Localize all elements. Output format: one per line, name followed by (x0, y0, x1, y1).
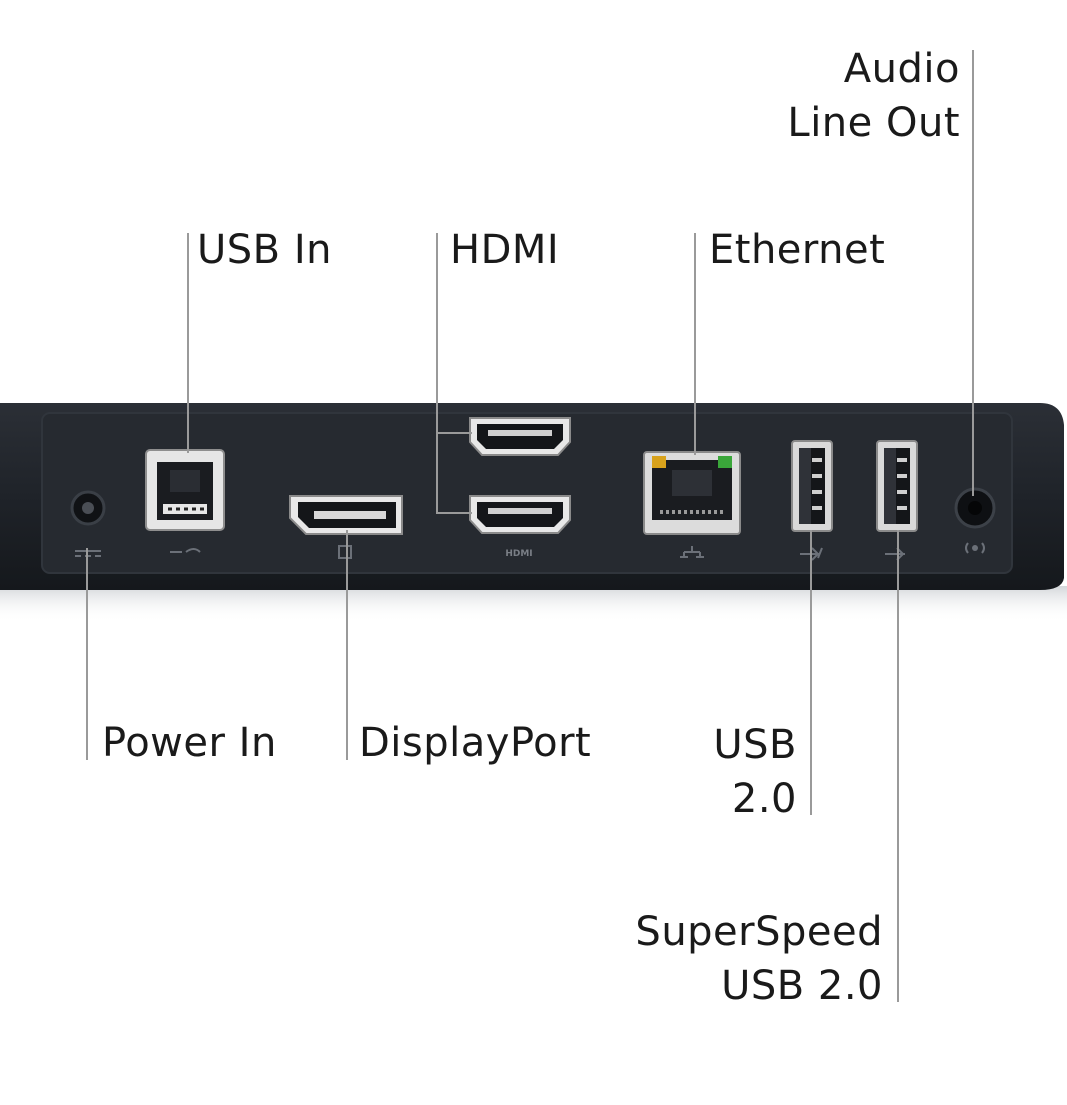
usb2-leader-line (810, 530, 812, 815)
usb-b-port-icon (145, 449, 225, 553)
audio-jack-icon (954, 487, 996, 554)
audio-line-out-label: Audio Line Out (787, 42, 960, 150)
superspeed-leader-line (897, 530, 899, 1002)
hdmi-leader-top-branch (436, 432, 472, 434)
power-in-label: Power In (102, 720, 277, 766)
ethernet-leader-line (694, 233, 696, 455)
usb-2-label: USB 2.0 (713, 718, 797, 826)
hdmi-leader-line (436, 233, 438, 514)
audio-line-out-line2: Line Out (787, 100, 960, 146)
audio-line-out-line1: Audio (843, 46, 960, 92)
hdmi-port-label: HDMI (505, 549, 532, 559)
usb2-port-icon (791, 440, 833, 561)
usb-2-line2: 2.0 (731, 776, 797, 822)
superspeed-usb-label: SuperSpeed USB 2.0 (635, 905, 883, 1013)
displayport-icon (289, 495, 403, 559)
superspeed-usb-line1: SuperSpeed (635, 909, 883, 955)
hdmi-port-top-icon (469, 417, 571, 456)
ethernet-label: Ethernet (709, 227, 886, 273)
hdmi-port-bottom-icon: HDMI (469, 495, 571, 559)
audio-leader-line (972, 50, 974, 496)
dock-panel (41, 412, 1013, 574)
power-port-icon (70, 490, 106, 557)
usb-in-label: USB In (197, 227, 332, 273)
displayport-label: DisplayPort (359, 720, 592, 766)
ethernet-port-icon (643, 451, 741, 558)
power-in-leader-line (86, 548, 88, 760)
superspeed-usb-port-icon (876, 440, 918, 561)
hdmi-label: HDMI (450, 227, 560, 273)
displayport-leader-line (346, 530, 348, 760)
hdmi-leader-bottom-branch (436, 512, 472, 514)
usb-2-line1: USB (713, 722, 797, 768)
superspeed-usb-line2: USB 2.0 (721, 963, 883, 1009)
usb-in-leader-line (187, 233, 189, 453)
dock-shadow (0, 586, 1067, 622)
